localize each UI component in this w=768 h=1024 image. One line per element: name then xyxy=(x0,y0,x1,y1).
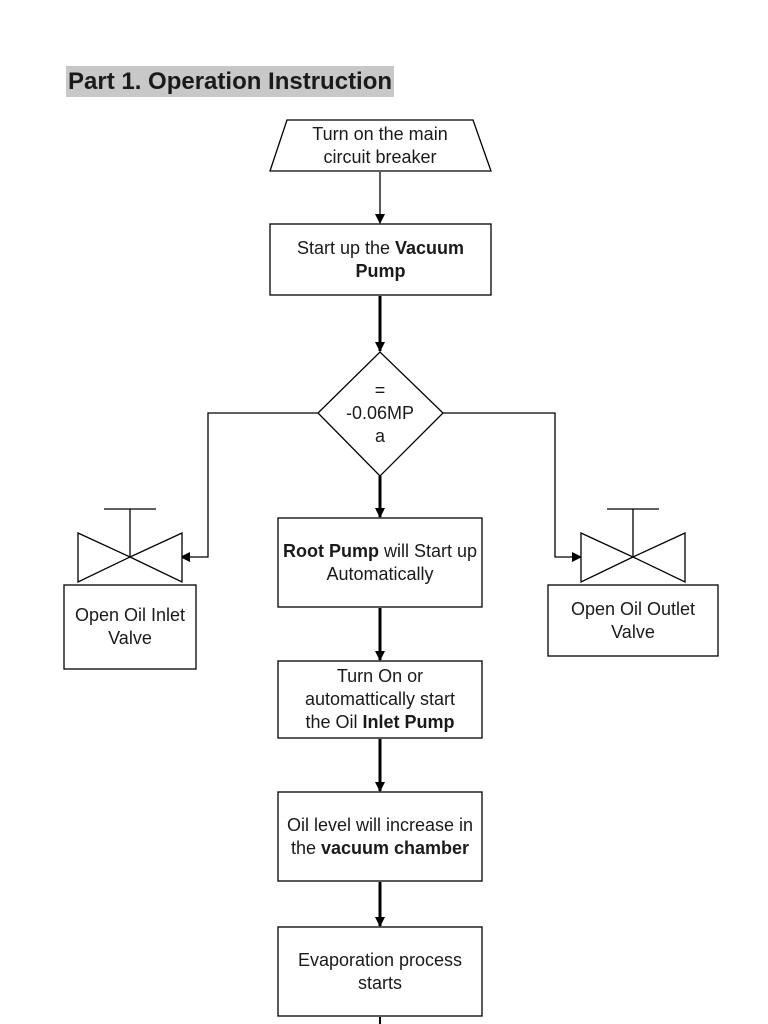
start-node-line2: circuit breaker xyxy=(323,146,437,167)
evaporation-node: Evaporation process starts xyxy=(280,928,480,1015)
start-node: Turn on the main circuit breaker xyxy=(290,120,470,171)
decision-line1: = xyxy=(374,379,386,400)
root-pump-text: will Start up Automatically xyxy=(326,540,478,584)
oil-inlet-valve-text: Open Oil Inlet Valve xyxy=(74,605,186,648)
oil-level-bold: vacuum chamber xyxy=(320,837,470,858)
oil-inlet-valve-box-shape xyxy=(63,584,197,670)
start-terminator-shape xyxy=(269,119,492,172)
oil-outlet-valve-node: Open Oil Outlet Valve xyxy=(550,586,716,655)
vacuum-pump-node: Start up the Vacuum Pump xyxy=(272,225,489,294)
oil-inlet-pump-box-shape xyxy=(277,660,483,739)
decision-line2: -0.06MP xyxy=(345,402,415,423)
decision-line3: a xyxy=(374,425,385,446)
root-pump-node: Root Pump will Start up Automatically xyxy=(280,519,480,606)
start-node-line1: Turn on the main xyxy=(312,123,448,144)
oil-level-text: Oil level will increase in the xyxy=(286,814,474,858)
oil-level-box-shape xyxy=(277,791,483,882)
arrow-decision-to-right-valve xyxy=(443,412,582,562)
oil-inlet-pump-bold: Inlet Pump xyxy=(362,712,455,732)
evaporation-text: Evaporation process starts xyxy=(297,949,463,993)
arrow-decision-to-left-valve xyxy=(180,412,318,562)
decision-node: = -0.06MP a xyxy=(325,378,435,448)
oil-inlet-valve-node: Open Oil Inlet Valve xyxy=(66,586,194,668)
evaporation-box-shape xyxy=(277,926,483,1017)
vacuum-pump-bold: Vacuum Pump xyxy=(355,237,465,281)
vacuum-pump-box-shape xyxy=(269,223,492,296)
oil-outlet-valve-text: Open Oil Outlet Valve xyxy=(570,598,696,642)
oil-inlet-pump-node: Turn On or automattically start the Oil … xyxy=(280,662,480,737)
vacuum-pump-text: Start up the xyxy=(296,237,396,258)
root-pump-bold: Root Pump xyxy=(282,540,379,561)
oil-level-node: Oil level will increase in the vacuum ch… xyxy=(280,793,480,880)
page-heading: Part 1. Operation Instruction xyxy=(66,66,395,97)
oil-inlet-pump-text: Turn On or automattically start the Oil xyxy=(304,666,456,732)
oil-outlet-valve-box-shape xyxy=(547,584,719,657)
root-pump-box-shape xyxy=(277,517,483,608)
valve-icon xyxy=(77,508,183,584)
valve-icon xyxy=(580,508,686,584)
